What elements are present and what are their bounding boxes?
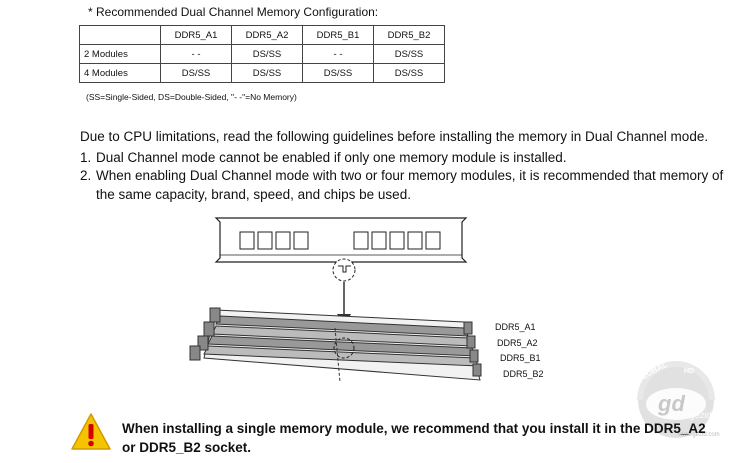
table-header-cell: DDR5_A2: [231, 25, 303, 45]
table-row: 2 Modules - - DS/SS - - DS/SS: [79, 44, 445, 64]
memory-install-diagram: [189, 217, 482, 383]
config-title: * Recommended Dual Channel Memory Config…: [88, 5, 379, 19]
watermark-text: HD: [684, 368, 694, 375]
table-cell: DS/SS: [302, 63, 374, 83]
table-header-cell: DDR5_B2: [373, 25, 445, 45]
table-cell: - -: [160, 44, 232, 64]
guidelines-intro: Due to CPU limitations, read the followi…: [80, 129, 709, 144]
table-header-cell: DDR5_B1: [302, 25, 374, 45]
watermark-logo: gd GLOBAL HD gezid www.gezid.com: [635, 360, 720, 438]
watermark-text: gezid: [690, 410, 713, 420]
row-label: 2 Modules: [79, 44, 161, 64]
slot-label-a2: DDR5_A2: [497, 338, 538, 348]
guideline-number: 2.: [80, 168, 92, 183]
table-row: 4 Modules DS/SS DS/SS DS/SS DS/SS: [79, 63, 445, 83]
table-legend: (SS=Single-Sided, DS=Double-Sided, "- -"…: [86, 92, 297, 102]
guideline-text: Dual Channel mode cannot be enabled if o…: [96, 150, 567, 165]
warning-line: When installing a single memory module, …: [122, 421, 706, 436]
table-cell: DS/SS: [160, 63, 232, 83]
watermark-url: www.gezid.com: [677, 432, 720, 438]
guideline-number: 1.: [80, 150, 92, 165]
slot-label-a1: DDR5_A1: [495, 322, 536, 332]
warning-triangle-icon: [71, 413, 111, 450]
table-cell: - -: [302, 44, 374, 64]
guideline-text-continued: the same capacity, brand, speed, and chi…: [96, 187, 411, 202]
warning-message: When installing a single memory module, …: [122, 419, 706, 457]
memory-config-table: DDR5_A1 DDR5_A2 DDR5_B1 DDR5_B2 2 Module…: [79, 25, 445, 83]
table-cell: DS/SS: [373, 44, 445, 64]
memory-slots: [189, 307, 482, 383]
table-cell: DS/SS: [231, 44, 303, 64]
warning-line: or DDR5_B2 socket.: [122, 440, 252, 455]
table-cell: DS/SS: [373, 63, 445, 83]
guideline-text: When enabling Dual Channel mode with two…: [96, 168, 724, 183]
slot-label-b1: DDR5_B1: [500, 353, 541, 363]
table-corner-cell: [79, 25, 161, 45]
table-header-row: DDR5_A1 DDR5_A2 DDR5_B1 DDR5_B2: [79, 25, 445, 45]
memory-module: [214, 217, 468, 282]
table-header-cell: DDR5_A1: [160, 25, 232, 45]
slot-label-b2: DDR5_B2: [503, 369, 544, 379]
table-cell: DS/SS: [231, 63, 303, 83]
row-label: 4 Modules: [79, 63, 161, 83]
svg-text:gd: gd: [657, 391, 685, 416]
